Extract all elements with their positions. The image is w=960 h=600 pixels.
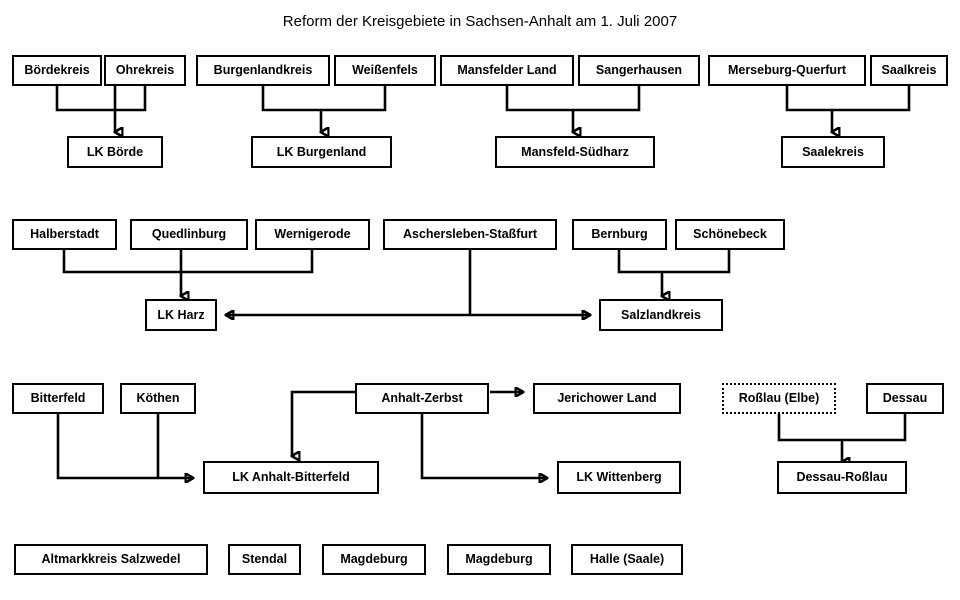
node-altmarkkreis-salzwedel[interactable]: Altmarkkreis Salzwedel: [14, 544, 208, 575]
node-rosslau-elbe[interactable]: Roßlau (Elbe): [722, 383, 836, 414]
edge-group-harz: [62, 250, 314, 296]
node-magdeburg-1[interactable]: Magdeburg: [322, 544, 426, 575]
node-saalkreis[interactable]: Saalkreis: [870, 55, 948, 86]
node-dessau-rosslau[interactable]: Dessau-Roßlau: [777, 461, 907, 494]
node-aschersleben-stassfurt[interactable]: Aschersleben-Staßfurt: [383, 219, 557, 250]
node-sangerhausen[interactable]: Sangerhausen: [578, 55, 700, 86]
node-halberstadt[interactable]: Halberstadt: [12, 219, 117, 250]
node-salzlandkreis[interactable]: Salzlandkreis: [599, 299, 723, 331]
edge-group-aschersleben-bus: [226, 250, 590, 315]
node-lk-anhalt-bitterfeld[interactable]: LK Anhalt-Bitterfeld: [203, 461, 379, 494]
edge-group-salzland: [617, 250, 731, 296]
node-mansfeld-suedharz[interactable]: Mansfeld-Südharz: [495, 136, 655, 168]
page-title: Reform der Kreisgebiete in Sachsen-Anhal…: [282, 13, 678, 30]
node-koethen[interactable]: Köthen: [120, 383, 196, 414]
node-anhalt-zerbst[interactable]: Anhalt-Zerbst: [355, 383, 489, 414]
edge-group-zerbst-to-anhalt-bitterfeld: [292, 390, 355, 456]
edge-group-burgenland: [261, 86, 387, 132]
edge-group-boerde: [55, 86, 147, 132]
node-bitterfeld[interactable]: Bitterfeld: [12, 383, 104, 414]
node-wernigerode[interactable]: Wernigerode: [255, 219, 370, 250]
node-weissenfels[interactable]: Weißenfels: [334, 55, 436, 86]
node-stendal[interactable]: Stendal: [228, 544, 301, 575]
node-mansfelder-land[interactable]: Mansfelder Land: [440, 55, 574, 86]
node-dessau[interactable]: Dessau: [866, 383, 944, 414]
node-magdeburg-2[interactable]: Magdeburg: [447, 544, 551, 575]
edge-group-dessau-rosslau: [777, 414, 907, 462]
node-lk-harz[interactable]: LK Harz: [145, 299, 217, 331]
node-saalekreis[interactable]: Saalekreis: [781, 136, 885, 168]
node-lk-wittenberg[interactable]: LK Wittenberg: [557, 461, 681, 494]
node-jerichower-land[interactable]: Jerichower Land: [533, 383, 681, 414]
edge-group-zerbst-to-wittenberg: [420, 414, 547, 478]
node-merseburg-querfurt[interactable]: Merseburg-Querfurt: [708, 55, 866, 86]
node-schoenebeck[interactable]: Schönebeck: [675, 219, 785, 250]
node-bernburg[interactable]: Bernburg: [572, 219, 667, 250]
edge-group-saalekreis: [785, 86, 911, 132]
node-lk-boerde[interactable]: LK Börde: [67, 136, 163, 168]
edge-group-mansfeld: [505, 86, 641, 132]
node-ohrekreis[interactable]: Ohrekreis: [104, 55, 186, 86]
node-halle-saale[interactable]: Halle (Saale): [571, 544, 683, 575]
node-lk-burgenland[interactable]: LK Burgenland: [251, 136, 392, 168]
edge-group-anhalt-bitterfeld-left: [56, 414, 193, 478]
node-quedlinburg[interactable]: Quedlinburg: [130, 219, 248, 250]
node-boerdekreis[interactable]: Bördekreis: [12, 55, 102, 86]
node-burgenlandkreis[interactable]: Burgenlandkreis: [196, 55, 330, 86]
